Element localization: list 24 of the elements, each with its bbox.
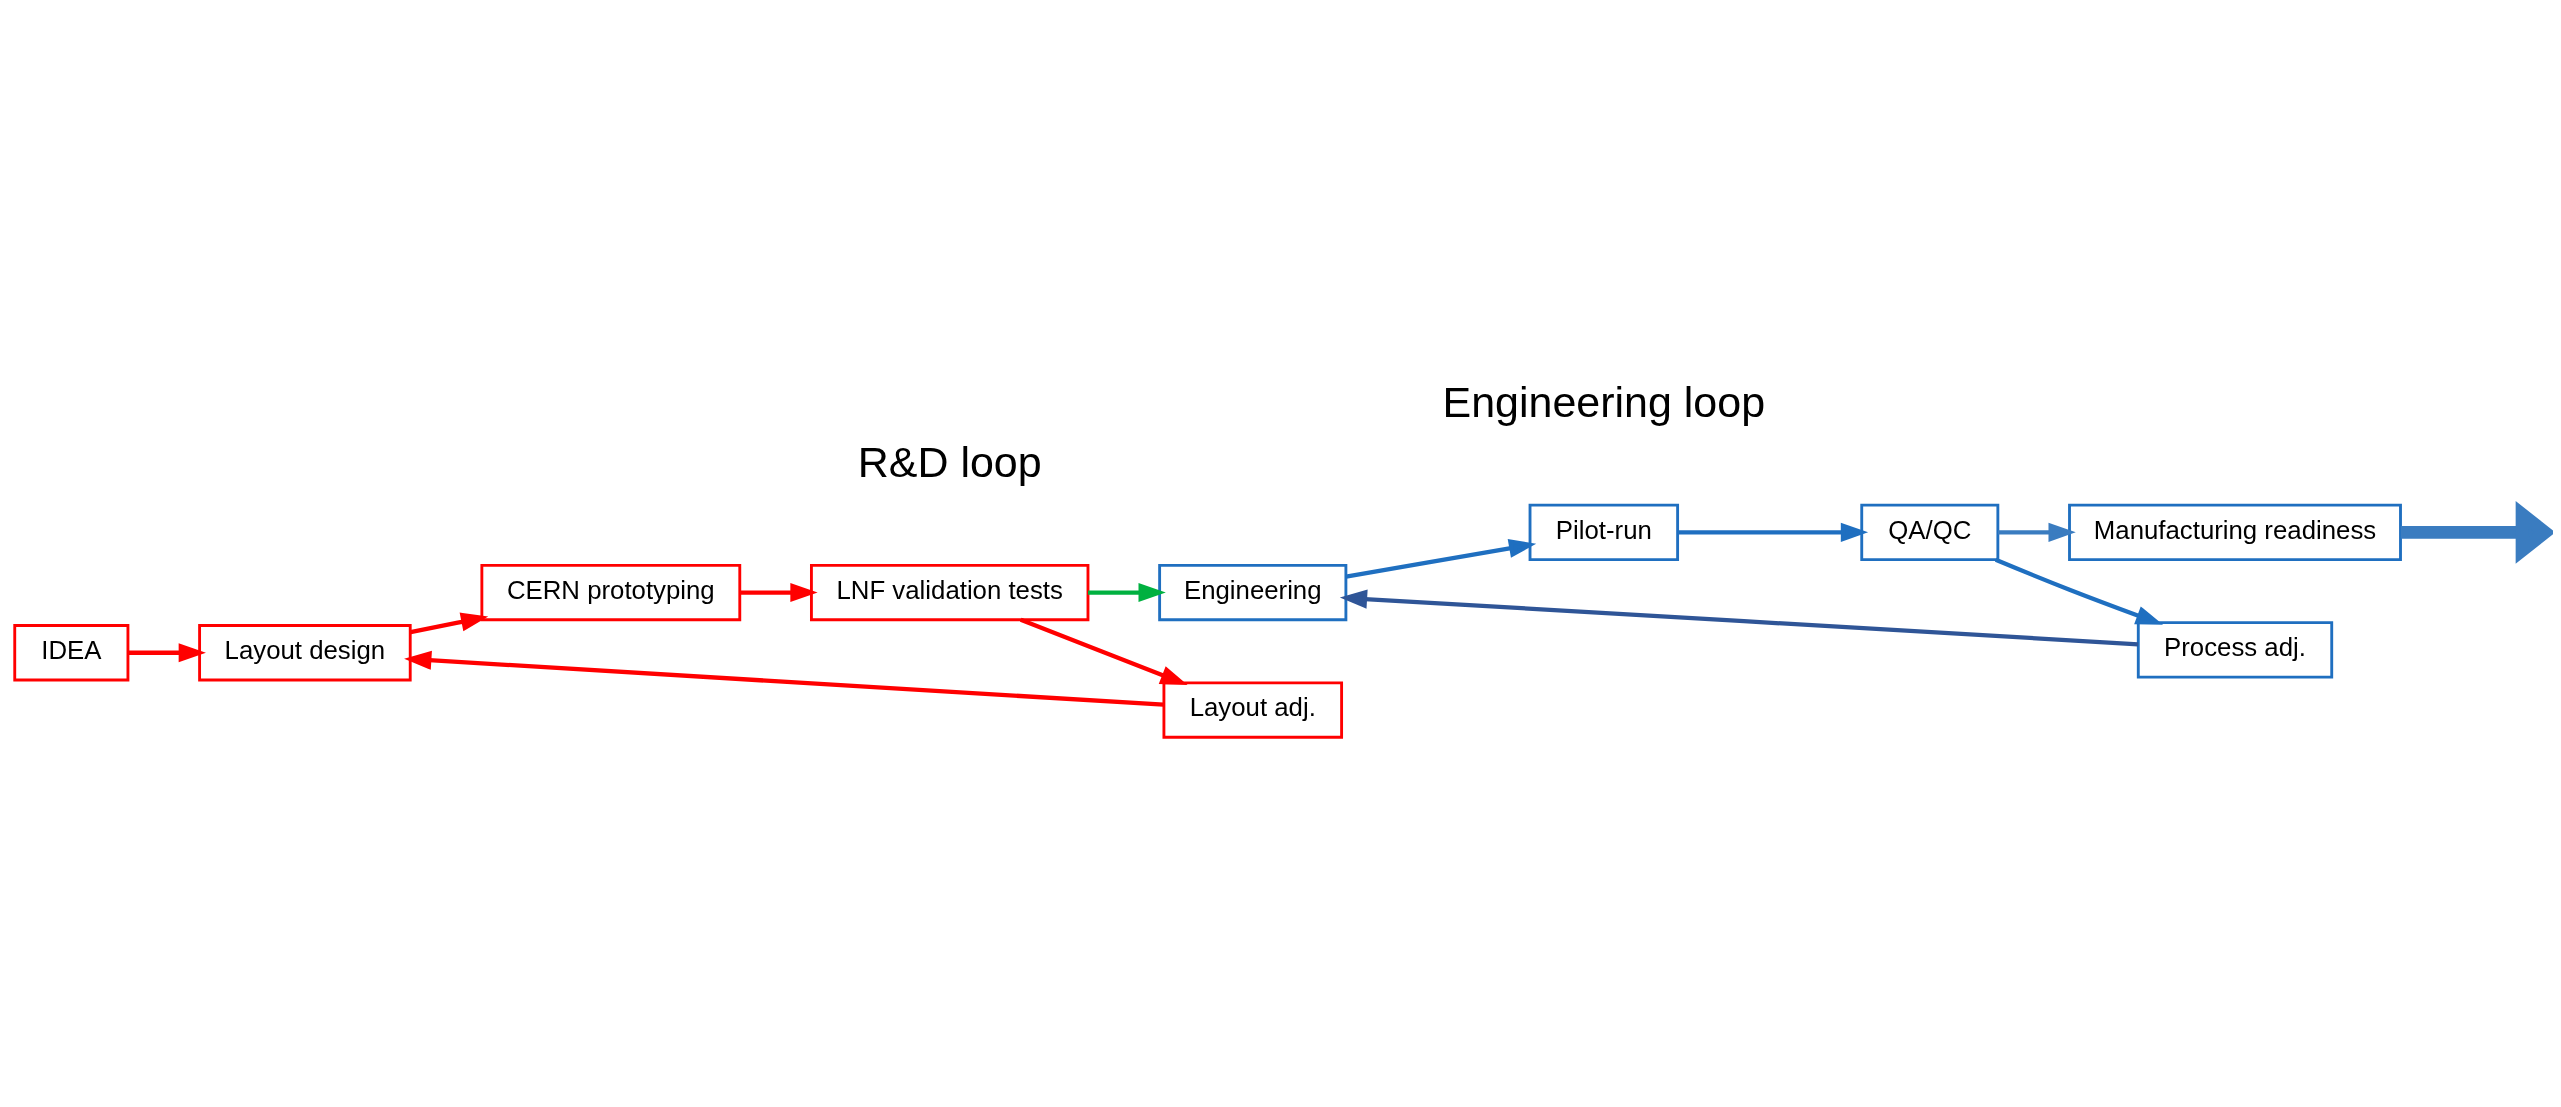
node-box: Manufacturing readiness xyxy=(2068,503,2402,562)
node-box: Pilot-run xyxy=(1528,503,1680,562)
arrow xyxy=(1345,539,1537,579)
arrow xyxy=(1997,522,2076,542)
arrow xyxy=(1994,557,2164,625)
arrow xyxy=(410,612,489,635)
label: Engineering loop xyxy=(1442,378,1766,427)
arrow xyxy=(1019,617,1188,686)
node-box: Engineering xyxy=(1158,563,1348,622)
arrow xyxy=(1339,589,2139,647)
label: R&D loop xyxy=(857,438,1042,487)
arrow xyxy=(1677,522,1869,542)
arrow xyxy=(128,643,206,663)
node-box: LNF validation tests xyxy=(810,563,1090,622)
node-box: Layout adj. xyxy=(1162,681,1344,739)
node-box: Layout design xyxy=(198,624,412,682)
arrow xyxy=(404,650,1164,707)
node-box: QA/QC xyxy=(1860,503,2000,562)
arrow xyxy=(1088,583,1166,603)
node-box: IDEA xyxy=(13,624,130,682)
node-box: CERN prototyping xyxy=(480,563,742,622)
arrow xyxy=(2400,501,2553,564)
arrow xyxy=(740,583,818,603)
node-box: Process adj. xyxy=(2136,621,2334,679)
